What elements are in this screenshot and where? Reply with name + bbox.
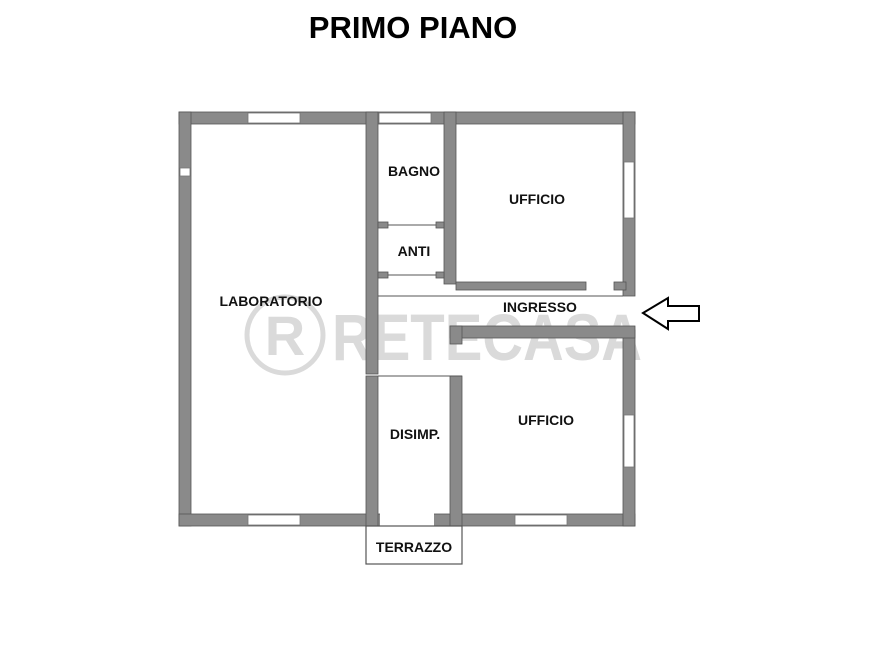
wall-bagno-anti-right: [435, 221, 445, 229]
room-label-bagno: BAGNO: [388, 163, 440, 179]
window-laboratorio-bottom: [247, 514, 301, 526]
window-left-mark: [179, 167, 191, 177]
wall-disimp-right: [449, 375, 463, 527]
window-laboratorio-top: [247, 112, 301, 124]
room-label-disimpegno: DISIMP.: [390, 426, 440, 442]
window-ufficio-bottom: [514, 514, 568, 526]
window-ufficio-bottom-right: [623, 414, 635, 468]
room-label-laboratorio: LABORATORIO: [220, 293, 323, 309]
wall-anti-ingresso-left: [377, 271, 389, 279]
door-terrazzo: [380, 513, 434, 527]
wall-bagno-right: [443, 111, 457, 285]
wall-ufficio-top-bottom-stub: [613, 281, 627, 291]
page-title: PRIMO PIANO: [309, 10, 517, 45]
window-ufficio-top-right: [623, 161, 635, 219]
wall-bagno-anti-left: [377, 221, 389, 229]
wall-ufficio-bottom-top: [449, 325, 636, 339]
room-label-ufficio-bottom: UFFICIO: [518, 412, 574, 428]
arrow-left-icon: [641, 296, 700, 331]
wall-lab-right-lower: [365, 375, 379, 527]
room-label-ingresso: INGRESSO: [503, 299, 577, 315]
watermark-logo-letter: R: [265, 304, 305, 367]
wall-anti-ingresso-right: [435, 271, 445, 279]
room-label-ufficio-top: UFFICIO: [509, 191, 565, 207]
room-label-terrazzo: TERRAZZO: [376, 539, 452, 555]
room-label-anti: ANTI: [398, 243, 431, 259]
terrazzo-outline: [365, 525, 463, 565]
window-bagno-top: [378, 112, 432, 124]
wall-ufficio-top-bottom: [455, 281, 587, 291]
wall-ufficio-bottom-top-stub: [449, 325, 463, 345]
wall-lab-right-upper: [365, 111, 379, 375]
watermark-logo-circle: [244, 294, 326, 376]
